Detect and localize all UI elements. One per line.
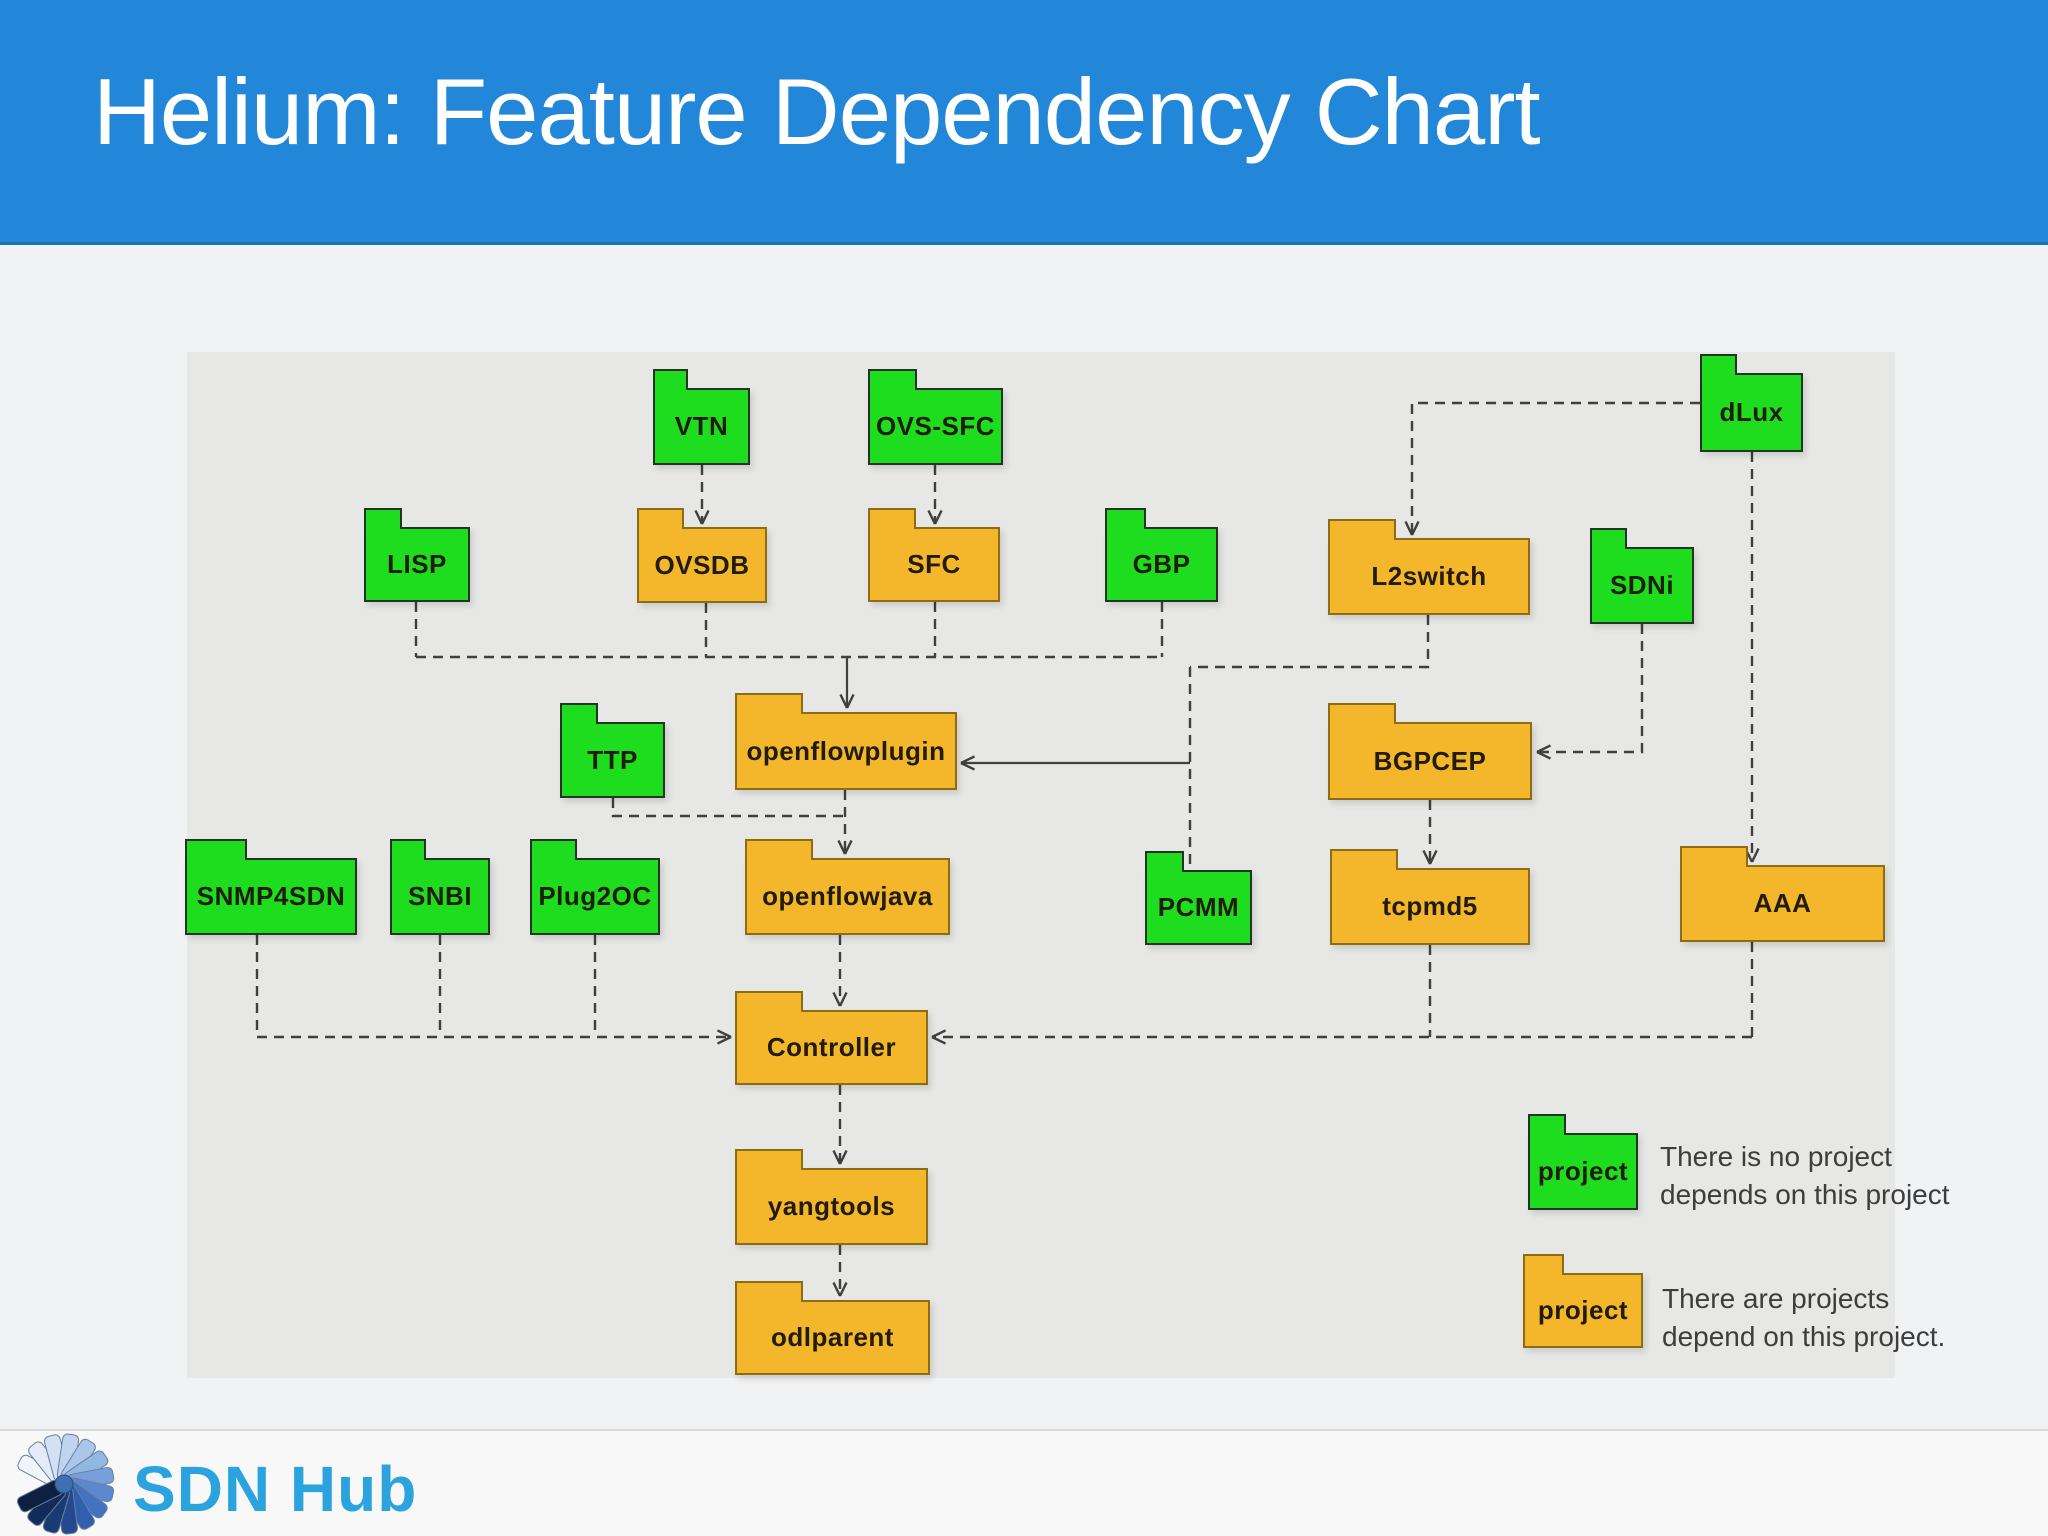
node-odlparent: odlparent — [735, 1281, 930, 1375]
node-label: SFC — [907, 549, 961, 579]
node-label: AAA — [1753, 888, 1812, 918]
slide-header: Helium: Feature Dependency Chart — [0, 0, 2048, 245]
node-plug2oc: Plug2OC — [530, 839, 660, 935]
legend-orange-label: project — [1537, 1295, 1629, 1325]
legend-orange-text: There are projects depend on this projec… — [1662, 1283, 1946, 1352]
node-sfc: SFC — [868, 508, 1000, 602]
node-label: LISP — [387, 549, 447, 579]
folder-tab — [735, 693, 803, 714]
node-yangtools: yangtools — [735, 1149, 928, 1245]
node-label: SDNi — [1609, 570, 1675, 600]
node-label: OVSDB — [654, 549, 750, 580]
node-label: Plug2OC — [538, 881, 652, 911]
node-dlux: dLux — [1700, 354, 1803, 452]
folder-tab — [1590, 528, 1627, 549]
node-label: openflowplugin — [746, 735, 946, 766]
brand-text: SDN Hub — [133, 1453, 418, 1525]
slide-title: Helium: Feature Dependency Chart — [93, 59, 1541, 164]
node-aaa: AAA — [1680, 846, 1885, 942]
folder-tab — [560, 703, 598, 724]
folder-tab — [364, 508, 402, 529]
node-label: openflowjava — [762, 881, 933, 911]
node-openflowplugin: openflowplugin — [735, 693, 957, 790]
legend-green-label: project — [1537, 1156, 1629, 1186]
footer-divider — [0, 1429, 2048, 1431]
node-openflowjava: openflowjava — [745, 839, 950, 935]
node-label: PCMM — [1157, 892, 1240, 922]
node-tcpmd5: tcpmd5 — [1330, 849, 1530, 945]
node-bgpcep: BGPCEP — [1328, 703, 1532, 800]
folder-tab — [1680, 846, 1748, 867]
node-snmp4sdn: SNMP4SDN — [185, 839, 357, 935]
folder-tab — [1528, 1114, 1566, 1135]
folder-tab — [1330, 849, 1398, 870]
node-gbp: GBP — [1105, 508, 1218, 602]
node-label: Controller — [766, 1032, 897, 1062]
node-label: OVS-SFC — [875, 411, 996, 441]
folder-tab — [735, 991, 803, 1012]
folder-tab — [868, 508, 916, 529]
pinwheel-fan-icon — [16, 1433, 115, 1535]
folder-tab — [1328, 519, 1396, 540]
node-label: SNBI — [407, 881, 473, 911]
legend-green-text: There is no project depends on this proj… — [1660, 1141, 1950, 1210]
folder-tab — [1700, 354, 1737, 375]
node-label: SNMP4SDN — [196, 881, 346, 911]
node-ttp: TTP — [560, 703, 665, 798]
node-label: yangtools — [767, 1191, 896, 1221]
node-label: L2switch — [1371, 561, 1487, 591]
folder-tab — [637, 508, 684, 529]
node-controller: Controller — [735, 991, 928, 1085]
node-ovsdb: OVSDB — [637, 508, 767, 603]
node-label: odlparent — [771, 1322, 894, 1352]
legend-orange-folder: project — [1523, 1254, 1643, 1348]
folder-tab — [745, 839, 813, 860]
node-label: dLux — [1719, 397, 1784, 427]
folder-tab — [185, 839, 247, 860]
node-l2switch: L2switch — [1328, 519, 1530, 615]
node-sdni: SDNi — [1590, 528, 1694, 624]
folder-tab — [530, 839, 577, 860]
folder-tab — [1523, 1254, 1564, 1275]
folder-tab — [390, 839, 426, 860]
node-ovs-sfc: OVS-SFC — [868, 369, 1003, 465]
folder-tab — [735, 1281, 803, 1302]
legend-green-folder: project — [1528, 1114, 1638, 1210]
node-snbi: SNBI — [390, 839, 490, 935]
node-pcmm: PCMM — [1145, 851, 1252, 945]
folder-tab — [653, 369, 688, 390]
node-vtn: VTN — [653, 369, 750, 465]
folder-tab — [735, 1149, 803, 1170]
folder-tab — [1105, 508, 1146, 529]
node-label: tcpmd5 — [1382, 891, 1478, 921]
node-label: TTP — [587, 744, 638, 775]
folder-tab — [1328, 703, 1396, 724]
footer-bar — [0, 1431, 2048, 1536]
node-label: BGPCEP — [1373, 745, 1487, 776]
node-label: GBP — [1132, 549, 1191, 579]
node-label: VTN — [674, 411, 729, 441]
folder-tab — [1145, 851, 1184, 872]
folder-tab — [868, 369, 917, 390]
node-lisp: LISP — [364, 508, 470, 602]
